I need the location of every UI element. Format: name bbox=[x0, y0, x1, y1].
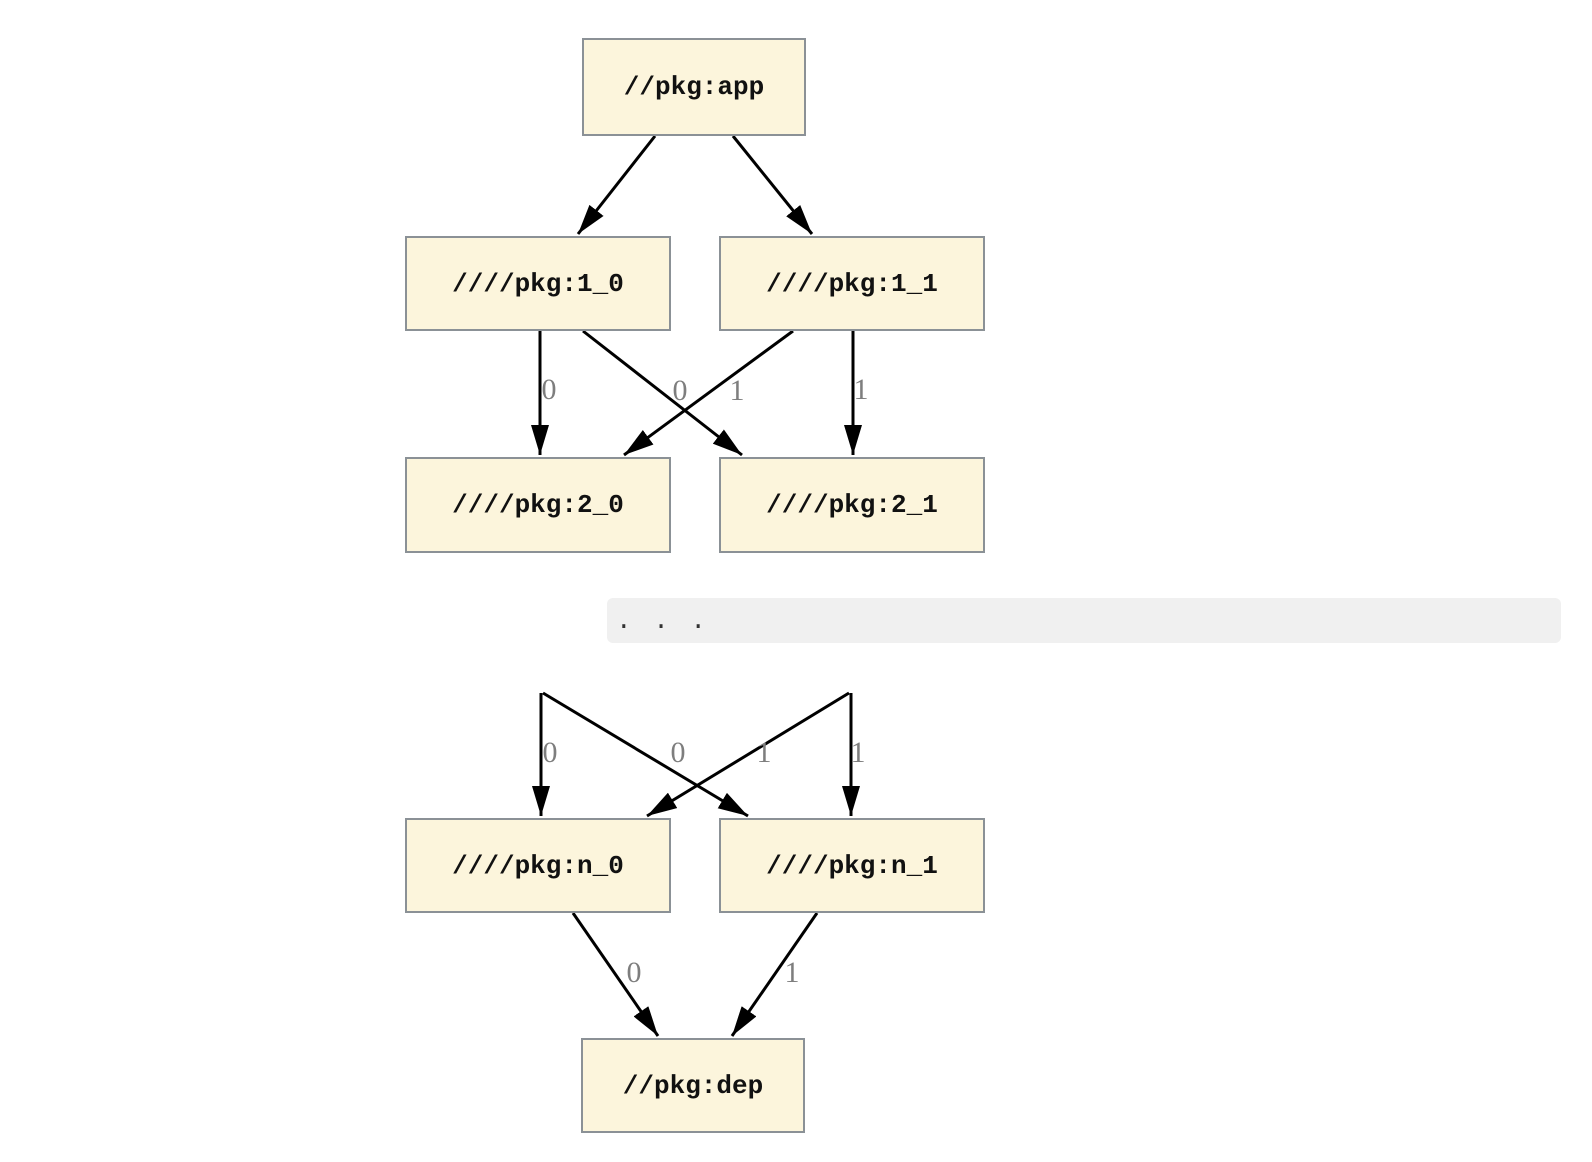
edge-label-1_1-2_1: 1 bbox=[853, 373, 869, 406]
node-pkg-2_0: ////pkg:2_0 bbox=[405, 457, 671, 553]
node-pkg-n_1: ////pkg:n_1 bbox=[719, 818, 985, 913]
edge-label-1_1-2_0: 0 bbox=[672, 374, 688, 407]
node-pkg-n_1-label: ////pkg:n_1 bbox=[766, 850, 938, 881]
node-pkg-1_0: ////pkg:1_0 bbox=[405, 236, 671, 331]
node-pkg-2_1: ////pkg:2_1 bbox=[719, 457, 985, 553]
node-pkg-app-label: //pkg:app bbox=[623, 72, 765, 102]
edge-label-hl-n_1: 1 bbox=[756, 736, 772, 769]
edge-n_1-to-dep bbox=[730, 912, 819, 1037]
edge-hidden-right-to-n_0 bbox=[646, 691, 850, 818]
node-pkg-1_0-label: ////pkg:1_0 bbox=[452, 268, 624, 299]
node-pkg-n_0-label: ////pkg:n_0 bbox=[452, 850, 624, 881]
edge-label-hr-n_0: 0 bbox=[670, 736, 686, 769]
node-pkg-dep: //pkg:dep bbox=[581, 1038, 805, 1133]
edge-hidden-left-to-n_1 bbox=[542, 691, 749, 818]
node-pkg-2_0-label: ////pkg:2_0 bbox=[452, 490, 624, 520]
node-pkg-1_1: ////pkg:1_1 bbox=[719, 236, 985, 331]
node-pkg-n_0: ////pkg:n_0 bbox=[405, 818, 671, 913]
edge-app-to-1_0 bbox=[576, 135, 657, 235]
ellipsis-text: . . . bbox=[616, 605, 710, 636]
edge-1_1-to-2_0 bbox=[623, 329, 794, 457]
node-pkg-app: //pkg:app bbox=[582, 38, 806, 136]
node-pkg-2_1-label: ////pkg:2_1 bbox=[766, 490, 938, 520]
edge-label-hr-n_1: 1 bbox=[850, 736, 866, 769]
edge-label-n_1-dep: 1 bbox=[784, 956, 800, 989]
elided-code-band: . . . bbox=[607, 598, 1561, 643]
edge-1_0-to-2_1 bbox=[582, 329, 743, 457]
edge-n_0-to-dep bbox=[571, 912, 660, 1037]
edge-label-n_0-dep: 0 bbox=[626, 956, 642, 989]
edge-label-1_0-2_1: 1 bbox=[729, 374, 745, 407]
edge-label-1_0-2_0: 0 bbox=[541, 373, 557, 406]
node-pkg-1_1-label: ////pkg:1_1 bbox=[766, 268, 938, 299]
edge-app-to-1_1 bbox=[731, 135, 814, 235]
node-pkg-dep-label: //pkg:dep bbox=[622, 1070, 764, 1101]
edge-label-hl-n_0: 0 bbox=[542, 736, 558, 769]
